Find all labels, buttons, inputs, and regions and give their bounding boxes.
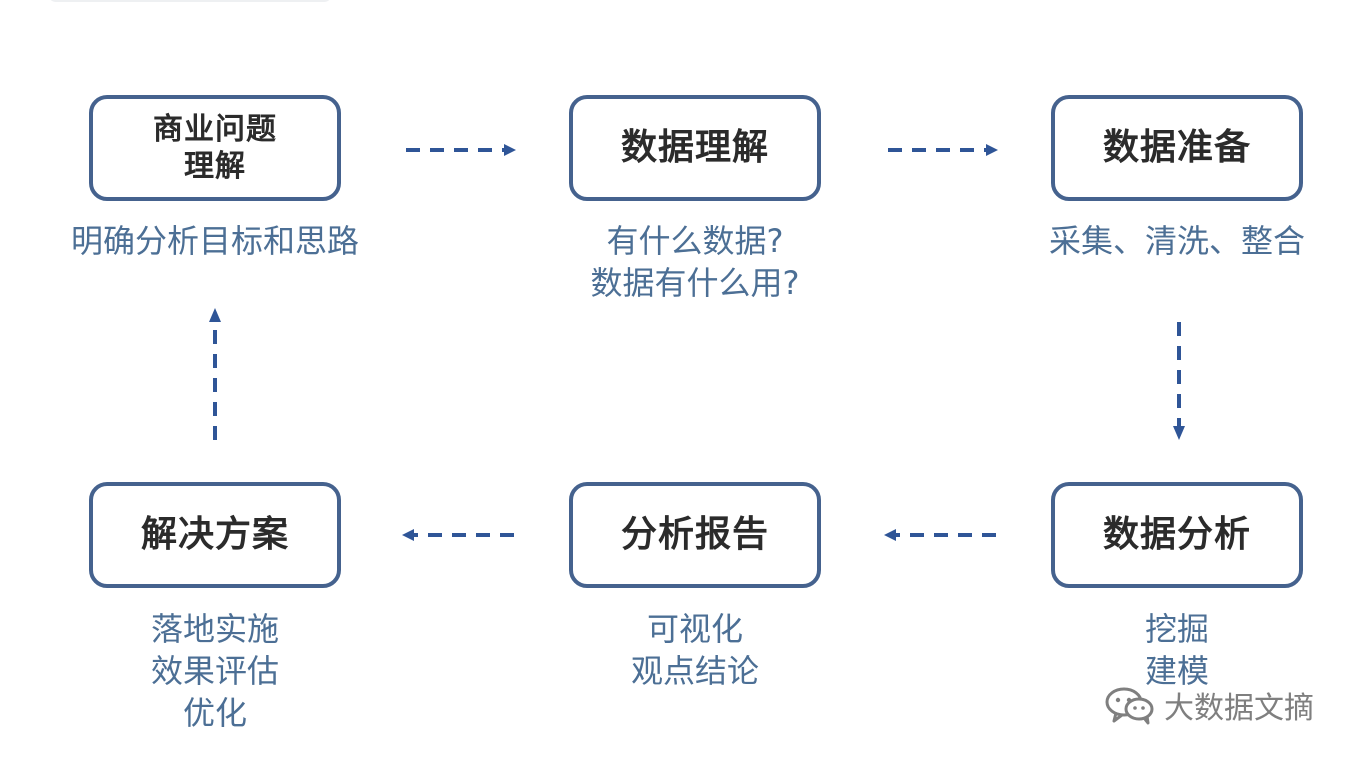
solution-caption: 落地实施 效果评估 优化 xyxy=(150,610,279,732)
data-understanding-caption: 有什么数据? 数据有什么用? xyxy=(590,222,800,302)
wechat-icon xyxy=(1105,687,1154,725)
business-understanding-title: 商业问题 理解 xyxy=(153,111,277,185)
data-preparation-node: 数据准备 xyxy=(1051,95,1303,201)
arrow-report-to-solution xyxy=(402,529,514,541)
arrow-business-to-data-understanding xyxy=(406,144,516,156)
watermark-text: 大数据文摘 xyxy=(1164,691,1314,726)
solution-node: 解决方案 xyxy=(89,482,341,588)
solution-title: 解决方案 xyxy=(140,514,289,556)
data-preparation-title: 数据准备 xyxy=(1102,127,1251,169)
arrow-solution-to-business xyxy=(209,308,221,440)
watermark: 大数据文摘 xyxy=(1104,683,1314,727)
arrow-data-understanding-to-preparation xyxy=(888,144,998,156)
data-analysis-node: 数据分析 xyxy=(1051,482,1303,588)
arrow-preparation-to-analysis xyxy=(1173,322,1185,440)
data-understanding-node: 数据理解 xyxy=(569,95,821,201)
data-understanding-title: 数据理解 xyxy=(620,127,769,169)
analysis-report-title: 分析报告 xyxy=(620,514,769,556)
arrow-analysis-to-report xyxy=(884,529,996,541)
analysis-report-node: 分析报告 xyxy=(569,482,821,588)
top-tab-fragment xyxy=(48,0,332,2)
data-preparation-caption: 采集、清洗、整合 xyxy=(1048,222,1305,260)
data-analysis-caption: 挖掘 建模 xyxy=(1144,610,1209,690)
business-understanding-node: 商业问题 理解 xyxy=(89,95,341,201)
data-analysis-title: 数据分析 xyxy=(1102,514,1251,556)
analysis-report-caption: 可视化 观点结论 xyxy=(630,610,759,690)
business-understanding-caption: 明确分析目标和思路 xyxy=(70,222,359,260)
